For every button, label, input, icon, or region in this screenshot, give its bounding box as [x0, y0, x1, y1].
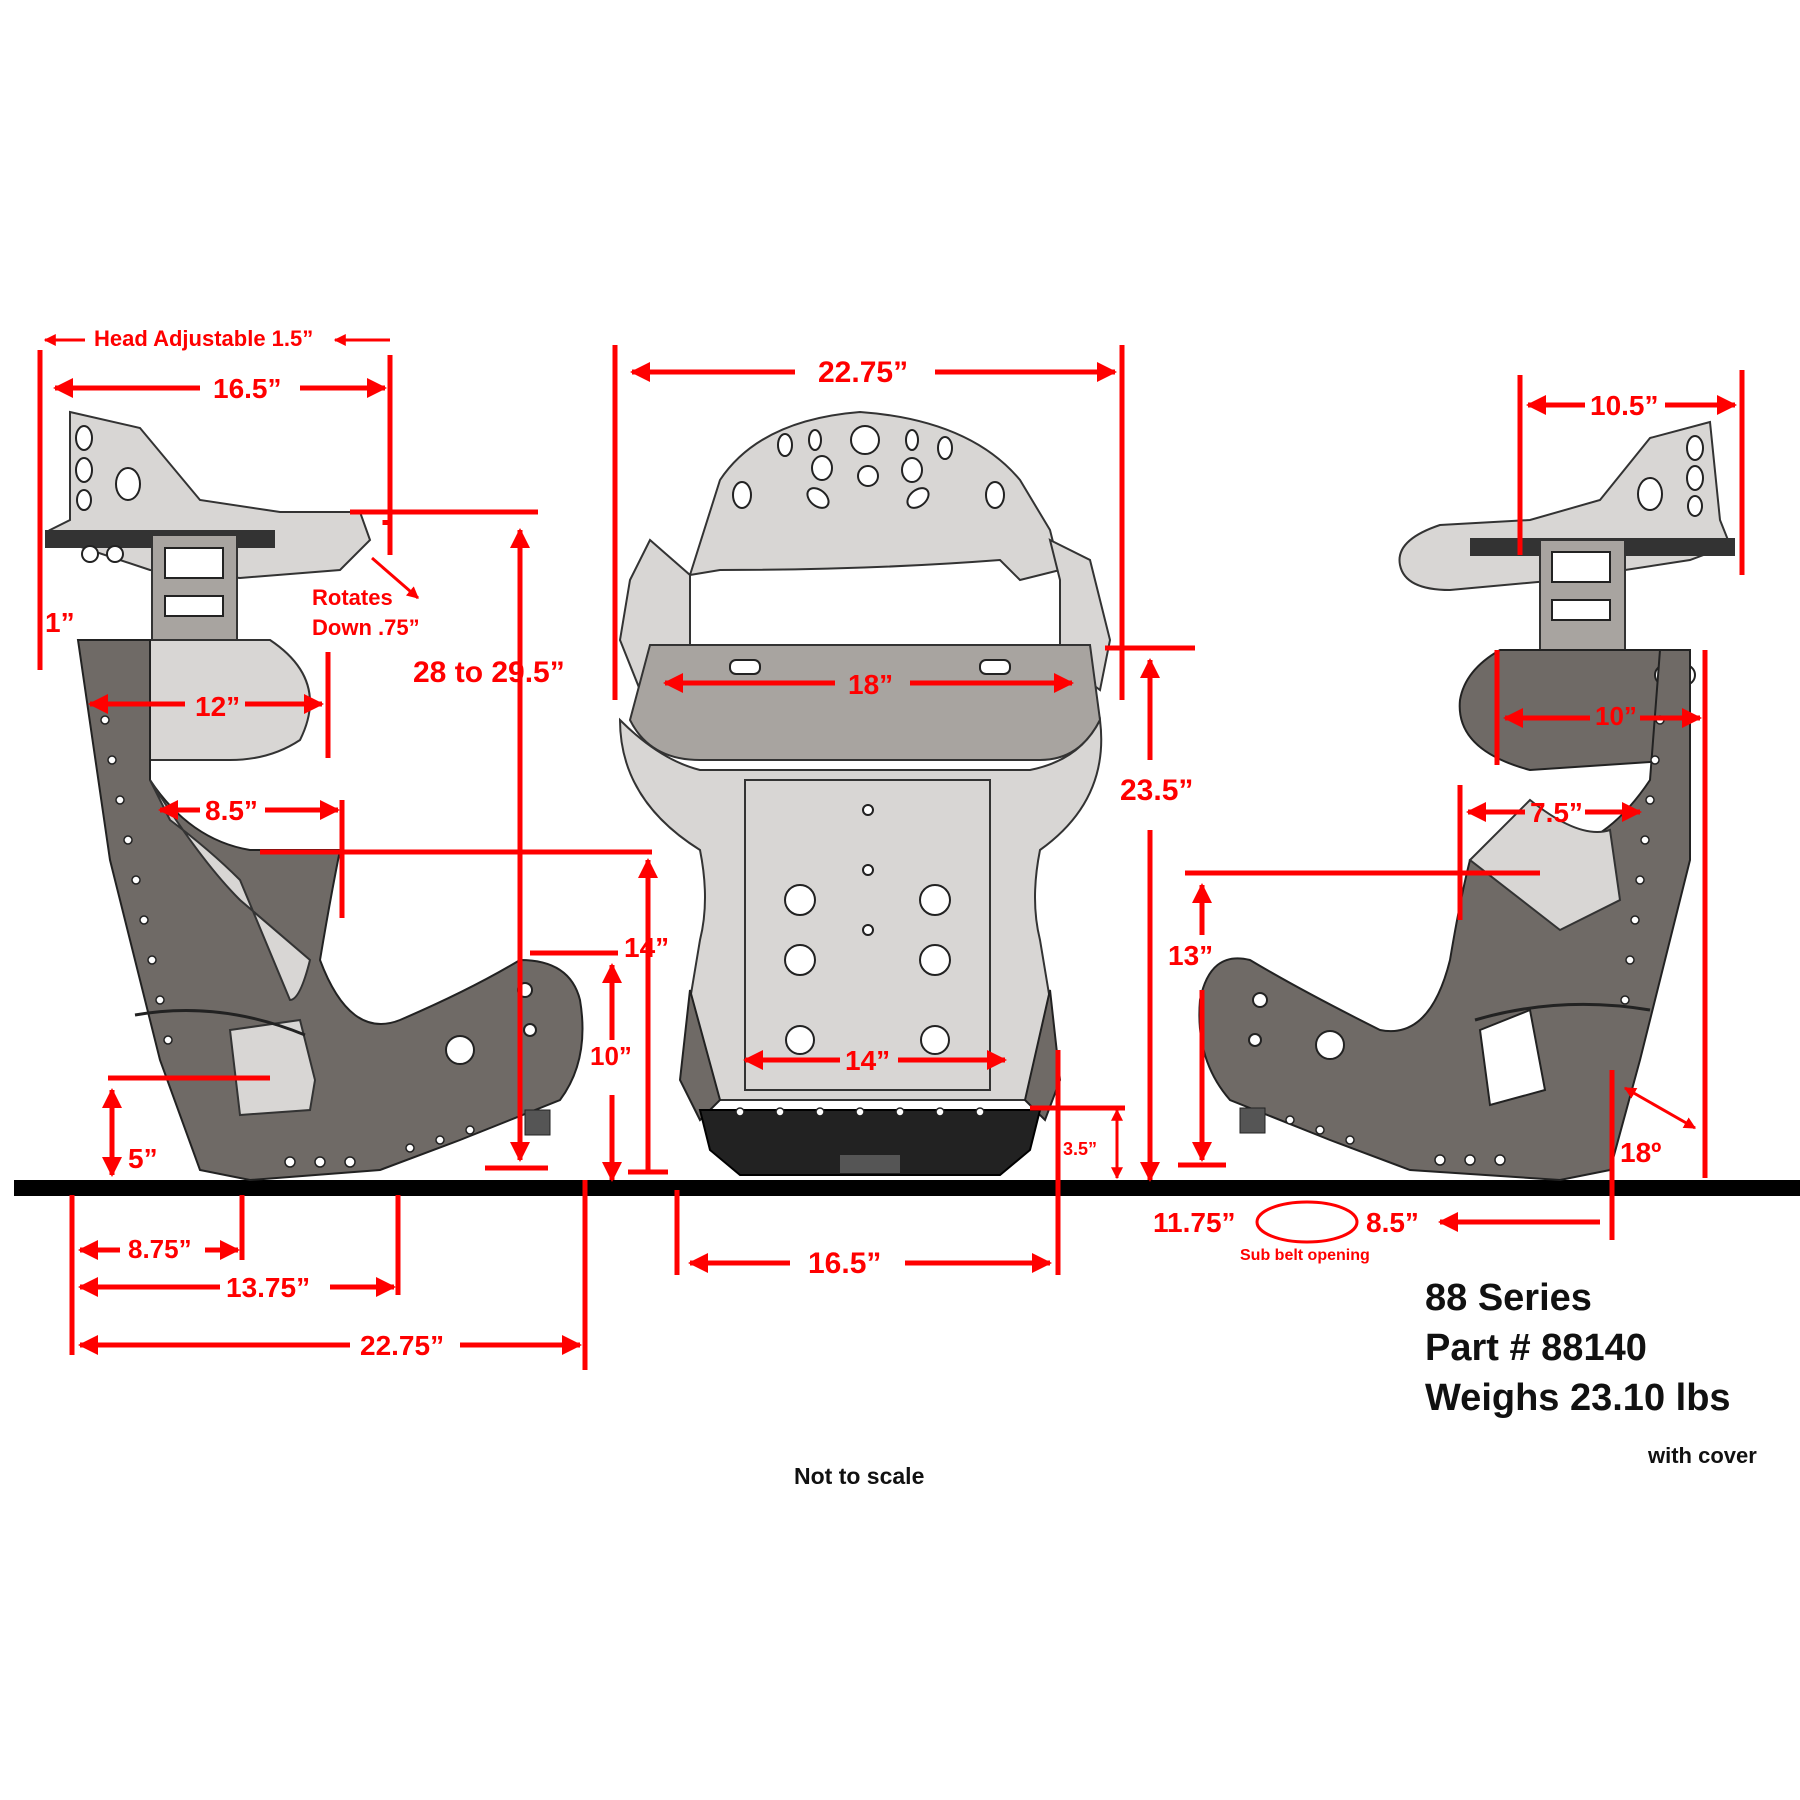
dimension-labels: Head Adjustable 1.5” 16.5” 1” Rotates Do…	[45, 326, 1661, 1361]
label-bottom-total: 22.75”	[360, 1330, 444, 1361]
label-sub-belt-opening: Sub belt opening	[1240, 1247, 1370, 1264]
front-view	[618, 410, 1112, 1176]
label-left-headrest-width: 12”	[195, 691, 240, 722]
label-bottom-a: 8.75”	[128, 1234, 192, 1264]
left-side-view	[45, 410, 584, 1182]
front-shoulder-band	[628, 644, 1102, 761]
part-number: Part # 88140	[1425, 1327, 1647, 1369]
label-rotates-2: Down .75”	[312, 615, 420, 640]
sub-belt-opening-ellipse	[1255, 1200, 1359, 1244]
label-head-offset: 1”	[45, 607, 75, 638]
label-back-height: 23.5”	[1120, 774, 1193, 807]
label-right-shoulder-depth: 7.5”	[1530, 797, 1583, 828]
label-bottom-b: 13.75”	[226, 1272, 310, 1303]
label-right-top-length: 10.5”	[1590, 390, 1659, 421]
label-left-top-length: 16.5”	[213, 373, 282, 404]
label-left-shoulder-height: 14”	[624, 932, 669, 963]
label-base-width: 16.5”	[808, 1247, 881, 1280]
label-sub-belt-left: 11.75”	[1153, 1207, 1236, 1238]
right-side-view	[1198, 420, 1735, 1182]
right-headrest-pad	[1458, 649, 1681, 772]
label-right-headrest-width: 10”	[1595, 701, 1637, 731]
scale-note: Not to scale	[794, 1463, 924, 1489]
product-info: 88 Series Part # 88140 Weighs 23.10 lbs …	[794, 1277, 1757, 1489]
label-knee-height: 10”	[590, 1041, 632, 1071]
label-seat-height: 5”	[128, 1143, 158, 1174]
label-sub-belt-right: 8.5”	[1366, 1207, 1419, 1238]
label-seat-width: 14”	[845, 1045, 890, 1076]
label-front-top-width: 22.75”	[818, 356, 908, 389]
series-label: 88 Series	[1425, 1277, 1592, 1319]
label-head-adjustable: Head Adjustable 1.5”	[94, 326, 313, 351]
label-left-shoulder-depth: 8.5”	[205, 795, 258, 826]
cover-note: with cover	[1647, 1443, 1757, 1468]
label-angle: 18º	[1620, 1137, 1661, 1168]
ground-line	[14, 1180, 1800, 1196]
label-rotates-1: Rotates	[312, 585, 393, 610]
weight-label: Weighs 23.10 lbs	[1425, 1377, 1731, 1419]
left-headrest-pad	[108, 639, 311, 761]
label-total-height: 28 to 29.5”	[413, 656, 565, 689]
label-base-height: 3.5”	[1063, 1139, 1097, 1159]
dimension-lines	[37, 334, 1745, 1370]
label-right-shoulder-height: 13”	[1168, 940, 1213, 971]
label-shoulder-width: 18”	[848, 669, 893, 700]
